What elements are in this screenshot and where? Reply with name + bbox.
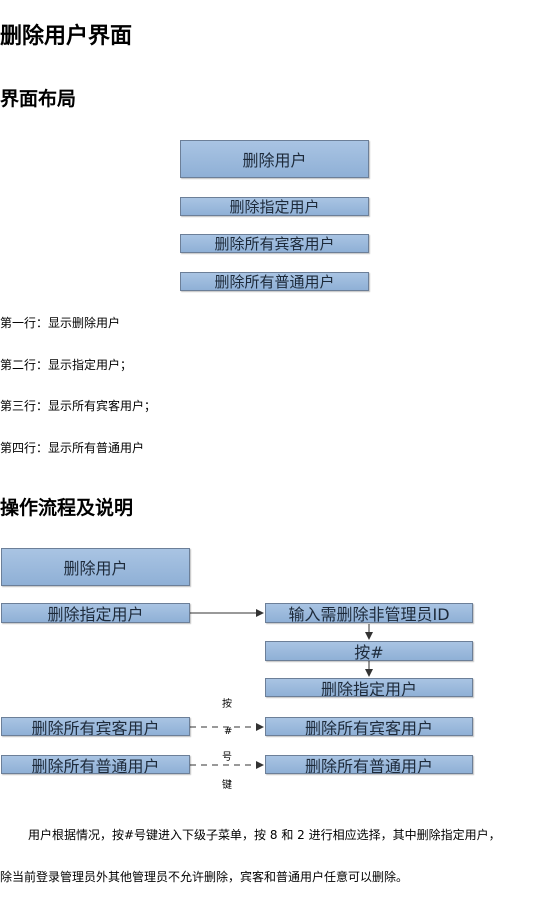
flow-step-press-hash: 按#: [265, 641, 473, 661]
layout-item-delete-normal: 删除所有普通用户: [180, 272, 369, 291]
section-heading-layout: 界面布局: [0, 88, 77, 110]
flow-left-delete-specified: 删除指定用户: [1, 603, 190, 623]
flow-right-delete-guests: 删除所有宾客用户: [265, 717, 473, 736]
key-label-char-4: 键: [222, 780, 232, 791]
layout-note-4: 第四行：显示所有普通用户: [0, 441, 145, 455]
flow-right-delete-normal: 删除所有普通用户: [265, 755, 473, 774]
flow-header-box: 删除用户: [1, 548, 190, 586]
description-line-2: 除当前登录管理员外其他管理员不允许删除，宾客和普通用户任意可以删除。: [0, 870, 409, 884]
layout-item-delete-guests: 删除所有宾客用户: [180, 234, 369, 253]
page-title: 删除用户界面: [0, 24, 133, 49]
flow-left-delete-guests: 删除所有宾客用户: [1, 717, 190, 736]
layout-header-box: 删除用户: [180, 140, 369, 178]
key-label-char-1: 按: [222, 699, 232, 710]
flow-step-input-id: 输入需删除非管理员ID: [265, 603, 473, 623]
key-label-char-3: 号: [222, 752, 232, 763]
section-heading-flow: 操作流程及说明: [0, 497, 134, 519]
layout-note-1: 第一行：显示删除用户: [0, 316, 121, 330]
flow-step-delete-specified: 删除指定用户: [265, 678, 473, 697]
layout-note-3: 第三行：显示所有宾客用户；: [0, 399, 157, 413]
flow-left-delete-normal: 删除所有普通用户: [1, 755, 190, 774]
layout-item-delete-specified: 删除指定用户: [180, 197, 369, 216]
layout-note-2: 第二行：显示指定用户；: [0, 358, 133, 372]
key-label-char-2: #: [224, 726, 233, 737]
description-line-1: 用户根据情况，按#号键进入下级子菜单，按 8 和 2 进行相应选择，其中删除指定…: [28, 828, 501, 842]
